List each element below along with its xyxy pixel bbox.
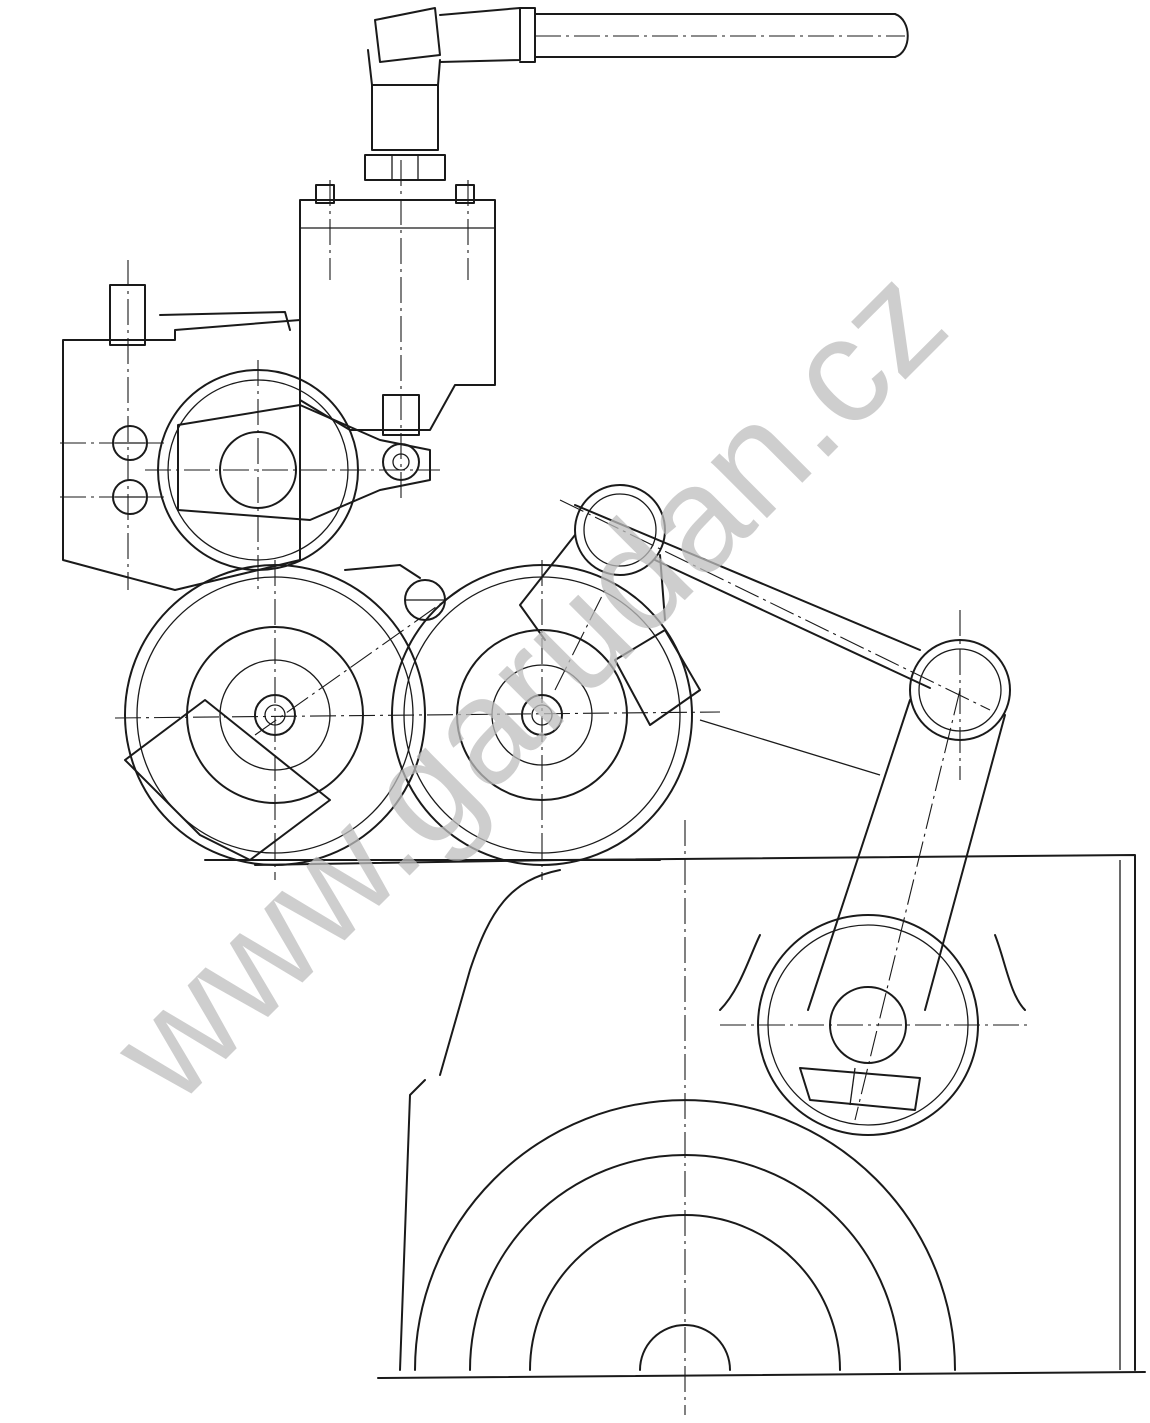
pipe-fitting [364, 7, 536, 181]
large-arc [414, 820, 956, 1415]
lower-link [699, 689, 1006, 1121]
lower-housing [377, 854, 1146, 1379]
lower-hub [719, 914, 1030, 1136]
center-pin [344, 564, 446, 621]
upper-roller [145, 360, 440, 590]
upper-link [519, 484, 991, 711]
hose-pipe [534, 13, 909, 58]
knee-joint [909, 610, 1011, 780]
roller-centerlines [114, 560, 721, 880]
upper-block [299, 160, 496, 500]
side-housing [60, 260, 301, 591]
